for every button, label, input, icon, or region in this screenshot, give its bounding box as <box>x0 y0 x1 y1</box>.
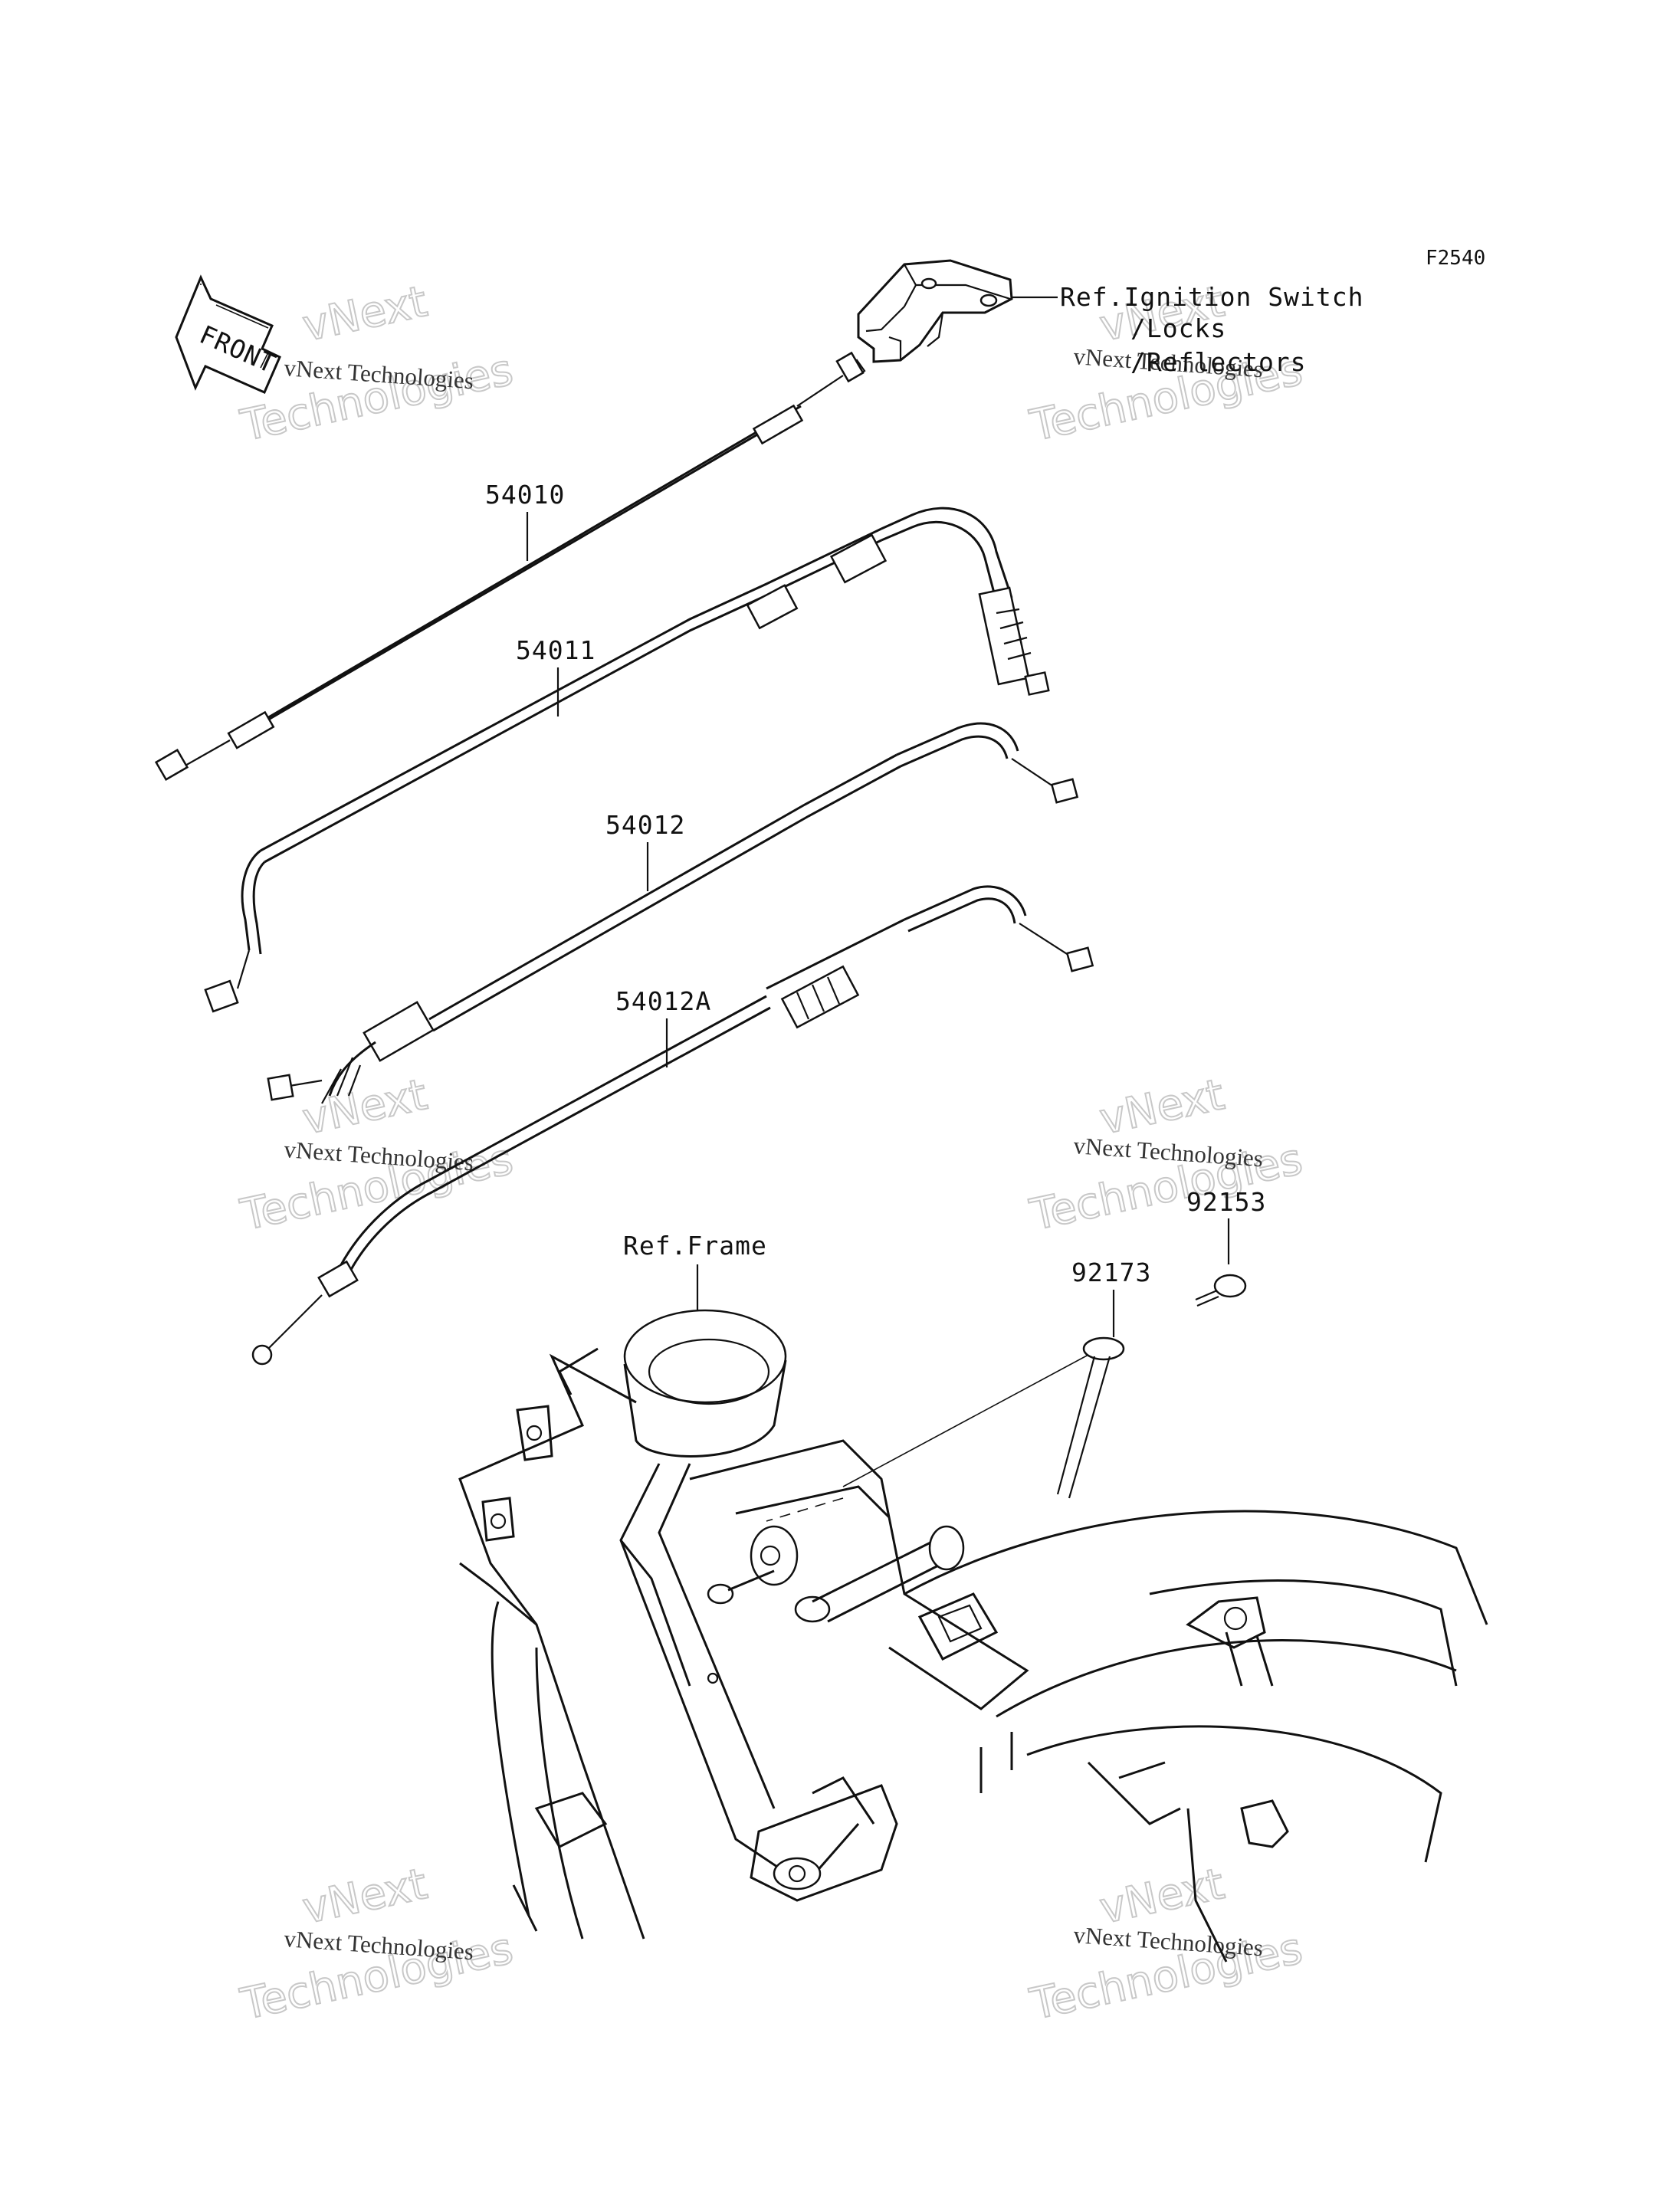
cable-54012 <box>267 722 1079 1104</box>
part-92173-label: 92173 <box>1071 1258 1151 1287</box>
cable-54010 <box>154 351 866 781</box>
part-54012a-label: 54012A <box>615 986 711 1016</box>
ref-ignition-label: Ref.Ignition Switch <box>1060 282 1364 312</box>
bolt-92153 <box>1195 1274 1247 1307</box>
ignition-switch-bracket <box>857 259 1058 363</box>
mount-leader <box>842 1354 1089 1487</box>
frame-drawing <box>458 1309 1488 1963</box>
watermark-brand: vNext <box>1095 1859 1229 1934</box>
watermark-bottom-right: vNext Technologies vNext Technologies <box>1025 1858 1307 2031</box>
part-54010-label: 54010 <box>485 480 565 510</box>
ref-reflectors-label: /Reflectors <box>1130 347 1307 377</box>
part-54011-label: 54011 <box>516 635 596 665</box>
part-92153-label: 92153 <box>1186 1187 1266 1217</box>
watermark-brand: vNext <box>1095 1070 1229 1145</box>
ref-frame-label: Ref.Frame <box>623 1231 767 1261</box>
cable-54012a <box>251 885 1094 1366</box>
watermark-bottom-left: vNext Technologies vNext Technologies <box>235 1858 517 2031</box>
watermark-brand: vNext <box>298 277 431 352</box>
ref-locks-label: /Locks <box>1130 313 1226 343</box>
diagram-code: F2540 <box>1426 247 1485 270</box>
part-54012-label: 54012 <box>605 810 685 840</box>
front-arrow-icon: FRONT <box>175 274 281 394</box>
cable-54011 <box>204 507 1050 1013</box>
watermark-top-left: vNext Technologies vNext Technologies <box>235 276 517 452</box>
watermark-brand: vNext <box>298 1859 431 1934</box>
clamp-92173 <box>1056 1336 1125 1499</box>
